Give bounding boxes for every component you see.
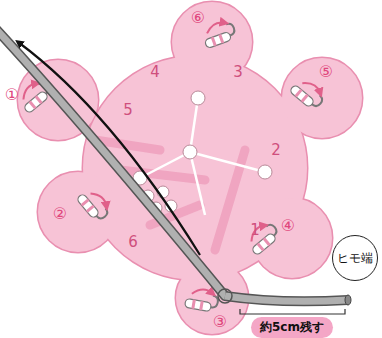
hole <box>183 145 197 159</box>
center-holes <box>133 91 272 215</box>
callout-number: ⑥ <box>191 10 205 26</box>
disc-outline <box>172 2 252 82</box>
end-label: ヒモ端 <box>337 250 373 267</box>
petal-number: 1 <box>250 223 260 238</box>
petal-number: 4 <box>150 65 160 80</box>
disc-fill <box>172 2 252 82</box>
callout-number: ⑤ <box>319 64 333 80</box>
length-bracket <box>240 309 345 314</box>
callout-number: ① <box>5 87 19 103</box>
disc-outline <box>252 198 332 278</box>
end-marker-circle: ヒモ端 <box>332 235 378 281</box>
disc-fill <box>252 198 332 278</box>
loom-disc <box>18 2 362 334</box>
note-band: 約5cm残す <box>251 317 333 338</box>
hole <box>258 165 272 179</box>
hub-line <box>140 152 190 178</box>
peg <box>76 186 112 224</box>
hub-line <box>190 98 198 152</box>
petal-number: 6 <box>128 235 138 250</box>
callout-number: ③ <box>213 314 227 330</box>
pegs <box>16 18 327 312</box>
hub-line <box>190 152 205 215</box>
callout-number: ④ <box>281 218 295 234</box>
disc-fill <box>282 58 362 138</box>
hub-line <box>190 152 265 172</box>
hole <box>191 91 205 105</box>
peg <box>244 219 282 255</box>
disc-outline <box>282 58 362 138</box>
direction-arrow <box>18 42 200 255</box>
callout-number: ② <box>53 206 67 222</box>
peg <box>289 75 327 111</box>
peg <box>200 18 237 48</box>
petal-number: 2 <box>271 143 281 158</box>
note-text: 約5cm残す <box>260 319 324 336</box>
disc-outline <box>38 172 118 252</box>
disc-fill <box>38 172 118 252</box>
cord <box>0 28 351 305</box>
petal-number: 3 <box>233 65 243 80</box>
petal-number: 5 <box>123 103 133 118</box>
